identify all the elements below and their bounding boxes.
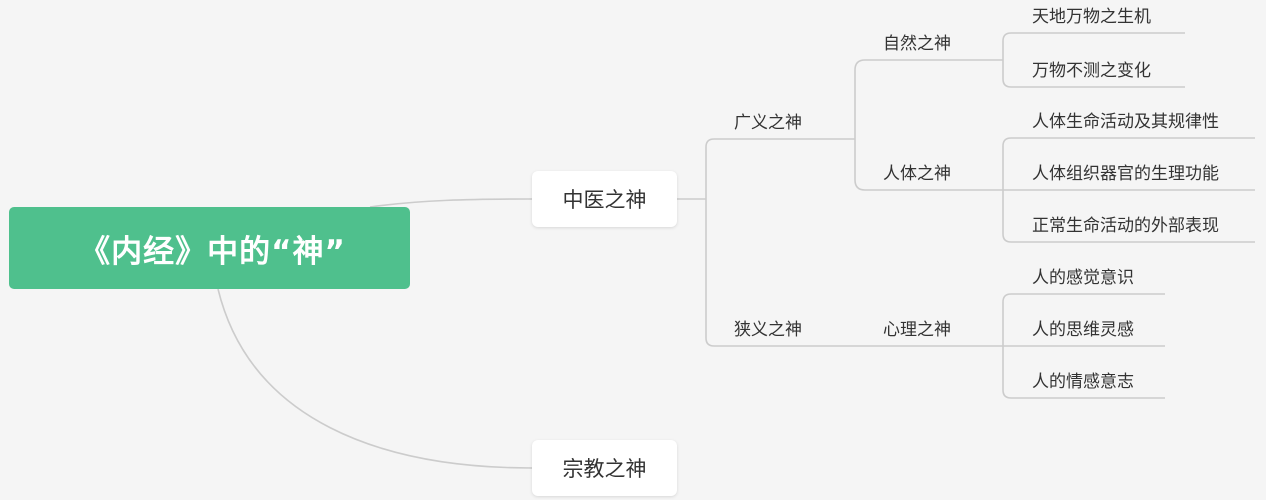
leaf-body-3[interactable]: 正常生命活动的外部表现 [1032, 216, 1219, 236]
link-root-tcm [369, 198, 533, 208]
leaf-psych-1[interactable]: 人的感觉意识 [1032, 268, 1134, 288]
leaf-psych-2[interactable]: 人的思维灵感 [1032, 320, 1134, 340]
node-psych[interactable]: 心理之神 [883, 320, 951, 340]
node-tcm[interactable]: 中医之神 [532, 171, 677, 227]
leaf-psych-3[interactable]: 人的情感意志 [1032, 372, 1134, 392]
node-religion[interactable]: 宗教之神 [532, 440, 677, 496]
link-broad-children [854, 59, 1003, 191]
leaf-nature-2[interactable]: 万物不测之变化 [1032, 61, 1151, 81]
link-psych-leaves [1002, 293, 1165, 399]
root-title: 《内经》中的“神” [79, 233, 346, 270]
node-narrow[interactable]: 狭义之神 [734, 320, 802, 340]
node-broad[interactable]: 广义之神 [734, 113, 802, 133]
link-tcm-children [677, 138, 855, 347]
node-body[interactable]: 人体之神 [883, 164, 951, 184]
node-tcm-label: 中医之神 [562, 188, 647, 212]
node-religion-label: 宗教之神 [562, 457, 647, 481]
link-nature-leaves [1002, 32, 1185, 88]
link-body-leaves [1002, 137, 1255, 243]
root-node[interactable]: 《内经》中的“神” [9, 207, 410, 289]
link-root-religion [217, 288, 533, 469]
node-nature[interactable]: 自然之神 [883, 34, 951, 54]
leaf-body-2[interactable]: 人体组织器官的生理功能 [1032, 164, 1219, 184]
leaf-nature-1[interactable]: 天地万物之生机 [1032, 7, 1151, 27]
leaf-body-1[interactable]: 人体生命活动及其规律性 [1032, 112, 1219, 132]
